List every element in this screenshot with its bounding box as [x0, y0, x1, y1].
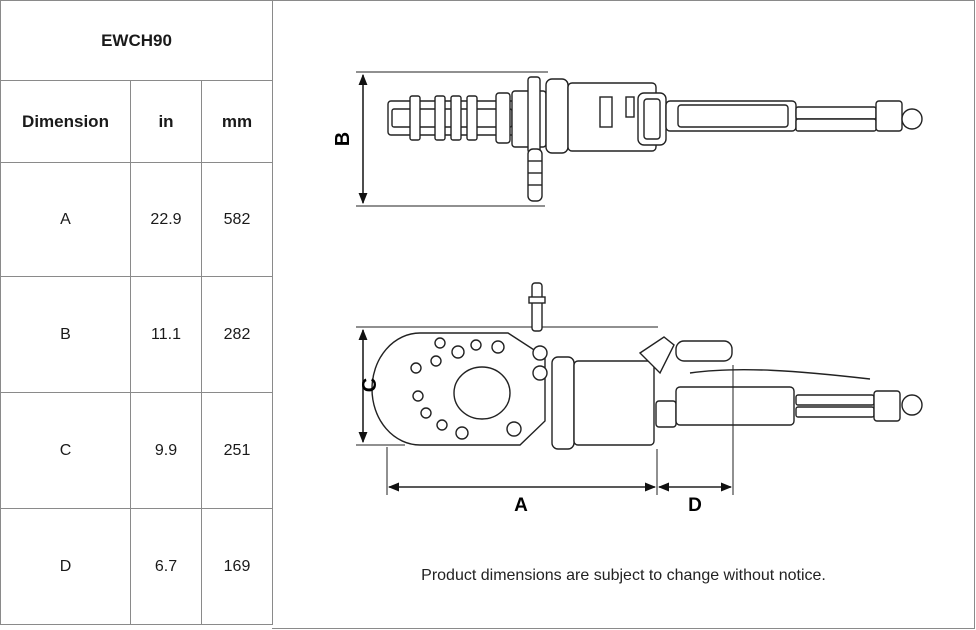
cell-mm: 282 [201, 276, 273, 393]
label-a: A [514, 495, 528, 516]
diagram-panel: B [272, 0, 975, 629]
cell-in: 11.1 [130, 276, 202, 393]
cell-in: 22.9 [130, 162, 202, 277]
cell-mm: 582 [201, 162, 273, 277]
column-header-mm: mm [201, 80, 273, 163]
table-row: D 6.7 169 [0, 508, 273, 625]
column-header-dimension: Dimension [0, 80, 131, 163]
cell-mm: 169 [201, 508, 273, 625]
cell-dimension: B [0, 276, 131, 393]
label-c: C [359, 378, 381, 392]
table-header-row: Dimension in mm [0, 80, 273, 163]
cell-dimension: C [0, 392, 131, 509]
label-d: D [688, 495, 702, 516]
top-view-drawing [356, 71, 923, 207]
cell-mm: 251 [201, 392, 273, 509]
table-row: C 9.9 251 [0, 392, 273, 509]
dimension-lines [386, 365, 734, 495]
cell-dimension: A [0, 162, 131, 277]
cell-dimension: D [0, 508, 131, 625]
tool-dimension-drawing: B [332, 71, 923, 516]
cell-in: 9.9 [130, 392, 202, 509]
disclaimer-note: Product dimensions are subject to change… [421, 567, 826, 584]
column-header-in: in [130, 80, 202, 163]
cell-in: 6.7 [130, 508, 202, 625]
table-row: A 22.9 582 [0, 162, 273, 277]
dimension-table-panel: EWCH90 Dimension in mm A 22.9 582 B 11.1… [0, 0, 273, 630]
table-row: B 11.1 282 [0, 276, 273, 393]
dimension-table: EWCH90 Dimension in mm A 22.9 582 B 11.1… [0, 0, 273, 625]
label-b: B [332, 132, 354, 146]
table-title: EWCH90 [0, 0, 273, 81]
side-view-drawing [356, 282, 923, 450]
